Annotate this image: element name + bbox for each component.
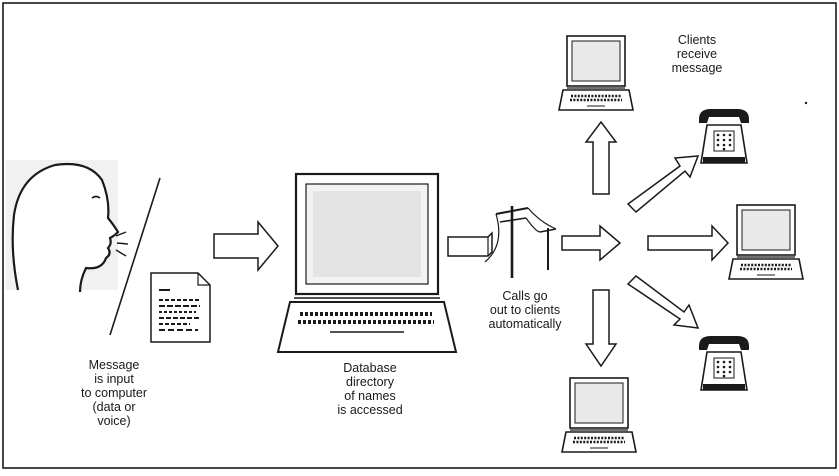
client-telephone-top-icon	[698, 108, 750, 164]
modem-box	[447, 231, 493, 257]
caption-line: of names	[344, 389, 396, 403]
caption-line: to computer	[80, 386, 147, 400]
client-telephone-bottom-icon	[698, 335, 750, 391]
caption-line: Clients	[677, 33, 717, 47]
caption-message-input: Message is input to computer (data or vo…	[68, 358, 160, 428]
caption-line: is accessed	[337, 403, 403, 417]
client-laptop-bottom-icon	[560, 376, 638, 454]
arrow-right	[647, 224, 730, 262]
arrow-to-hub	[561, 224, 622, 262]
caption-calls: Calls go out to clients automatically	[477, 289, 573, 331]
caption-clients: Clients receive message	[654, 33, 740, 75]
arrow-down-right	[626, 275, 700, 329]
arrow-to-computer	[213, 219, 279, 273]
arrow-down	[584, 289, 618, 368]
caption-line: voice)	[97, 414, 131, 428]
document-icon	[150, 272, 211, 343]
caption-line: Database	[343, 361, 397, 375]
main-computer-laptop-icon	[276, 172, 458, 353]
caption-line: is input	[94, 372, 134, 386]
arrow-up	[584, 120, 618, 195]
client-laptop-top-icon	[557, 34, 635, 112]
caption-line: message	[671, 61, 723, 75]
caption-line: Calls go	[502, 289, 548, 303]
arrow-up-right	[626, 155, 700, 214]
utility-pole-icon	[484, 206, 557, 278]
separator-line	[109, 177, 161, 336]
caption-line: out to clients	[489, 303, 561, 317]
frame-border	[2, 2, 837, 469]
caption-line: receive	[676, 47, 718, 61]
caption-line: Message	[88, 358, 140, 372]
caption-line: directory	[346, 375, 394, 389]
head-speaking-icon	[6, 160, 129, 293]
caption-line: (data or	[92, 400, 136, 414]
client-laptop-right-icon	[727, 203, 805, 281]
caption-database: Database directory of names is accessed	[325, 361, 415, 417]
caption-line: automatically	[488, 317, 562, 331]
